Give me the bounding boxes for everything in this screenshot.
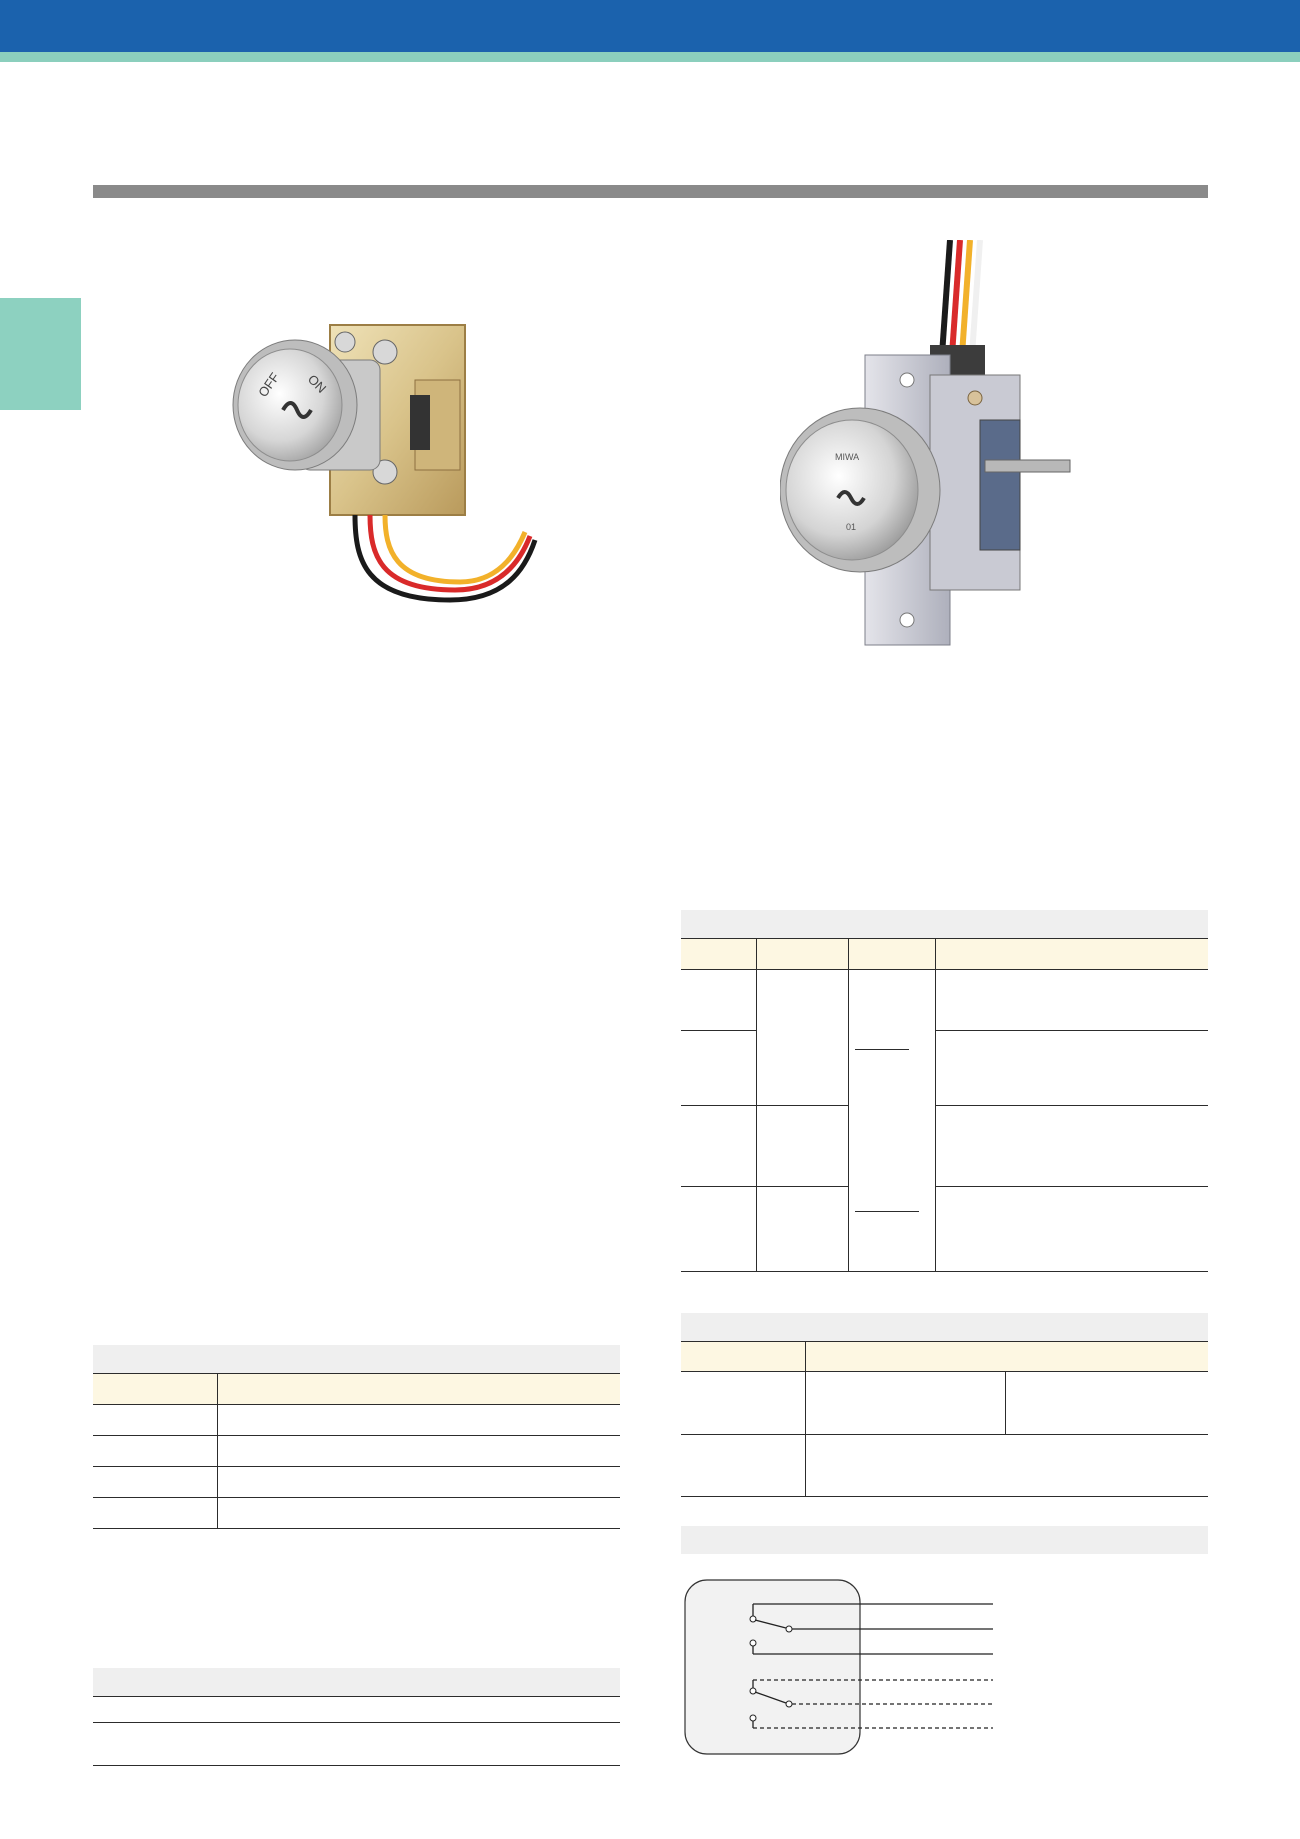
table-rule bbox=[93, 1373, 620, 1374]
table-rule bbox=[935, 1105, 1208, 1106]
table-rule bbox=[681, 1496, 1208, 1497]
svg-text:01: 01 bbox=[846, 522, 856, 532]
table-rule bbox=[681, 1434, 1208, 1435]
table-header-row bbox=[681, 938, 1208, 969]
table-rule bbox=[855, 1211, 919, 1212]
table-rule bbox=[848, 938, 849, 1271]
table-rule bbox=[681, 1186, 848, 1187]
table-caption-bar bbox=[681, 1313, 1208, 1341]
key-switch-photo: OFF ON bbox=[232, 324, 538, 603]
table-rule bbox=[855, 1049, 909, 1050]
table-rule bbox=[681, 1271, 1208, 1272]
table-rule bbox=[681, 1371, 1208, 1372]
table-rule bbox=[93, 1497, 620, 1498]
table-rule bbox=[93, 1696, 620, 1697]
key-switch-photo: MIWA 01 bbox=[780, 240, 1071, 646]
table-header-row bbox=[681, 1341, 1208, 1371]
wiring-diagram bbox=[684, 1579, 993, 1755]
table-rule bbox=[805, 1341, 806, 1496]
table-rule bbox=[935, 1030, 1208, 1031]
table-rule bbox=[93, 1404, 620, 1405]
table-rule bbox=[681, 1105, 848, 1106]
table-caption-bar bbox=[93, 1345, 620, 1373]
table-rule bbox=[681, 969, 1208, 970]
table-rule bbox=[935, 938, 936, 1271]
table-rule bbox=[93, 1528, 620, 1529]
table-rule bbox=[756, 938, 757, 1271]
table-rule bbox=[93, 1722, 620, 1723]
svg-text:MIWA: MIWA bbox=[835, 452, 859, 462]
table-rule bbox=[93, 1466, 620, 1467]
table-rule bbox=[217, 1373, 218, 1528]
table-rule bbox=[681, 1030, 756, 1031]
title-rule bbox=[93, 185, 1208, 198]
table-rule bbox=[681, 938, 1208, 939]
section-tab bbox=[0, 298, 81, 410]
table-header-row bbox=[93, 1373, 620, 1404]
table-rule bbox=[935, 1186, 1208, 1187]
table-caption-bar bbox=[681, 910, 1208, 938]
table-rule bbox=[681, 1341, 1208, 1342]
table-rule bbox=[93, 1765, 620, 1766]
table-caption-bar bbox=[681, 1526, 1208, 1554]
table-caption-bar bbox=[93, 1668, 620, 1696]
table-rule bbox=[93, 1435, 620, 1436]
header-accent-band bbox=[0, 52, 1300, 62]
table-rule bbox=[1005, 1371, 1006, 1434]
header-band bbox=[0, 0, 1300, 52]
